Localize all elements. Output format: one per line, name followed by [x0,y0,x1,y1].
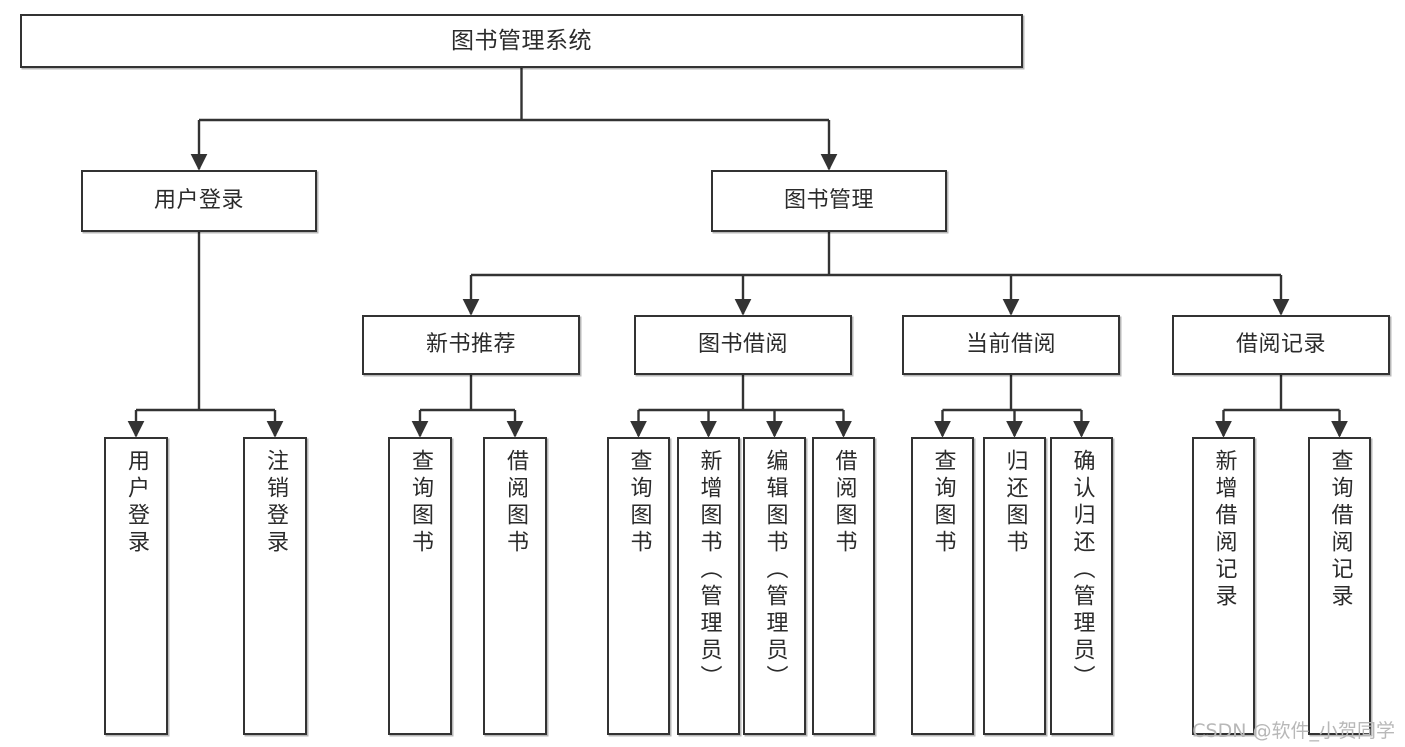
node-label: 查询借阅记录 [1327,449,1353,611]
node-label: 查询图书 [626,449,652,557]
node-label: 确认归还（管理员） [1069,449,1095,692]
node-leaf-query-book-1[interactable]: 查询图书 [388,437,452,735]
node-leaf-edit-book[interactable]: 编辑图书（管理员） [743,437,806,735]
node-leaf-user-login[interactable]: 用户登录 [104,437,168,735]
node-leaf-query-book-3[interactable]: 查询图书 [911,437,974,735]
node-label: 借阅图书 [831,449,857,557]
node-label: 当前借阅 [965,332,1056,358]
node-label: 注销登录 [263,449,288,557]
node-leaf-logout-login[interactable]: 注销登录 [243,437,307,735]
node-root[interactable]: 图书管理系统 [20,14,1023,68]
node-label: 用户登录 [124,449,149,557]
node-user-login[interactable]: 用户登录 [81,170,317,232]
node-leaf-query-record[interactable]: 查询借阅记录 [1308,437,1371,735]
node-new-book-rec[interactable]: 新书推荐 [362,315,580,375]
node-label: 查询图书 [930,449,956,557]
node-leaf-add-book[interactable]: 新增图书（管理员） [677,437,740,735]
node-label: 新增图书（管理员） [696,449,722,692]
node-leaf-add-record[interactable]: 新增借阅记录 [1192,437,1255,735]
node-leaf-borrow-book-2[interactable]: 借阅图书 [812,437,875,735]
node-leaf-query-book-2[interactable]: 查询图书 [607,437,670,735]
node-label: 编辑图书（管理员） [762,449,788,692]
node-label: 图书管理 [783,188,874,214]
node-label: 借阅记录 [1235,332,1326,358]
node-book-borrow[interactable]: 图书借阅 [634,315,852,375]
node-label: 图书借阅 [697,332,788,358]
node-label: 查询图书 [408,449,433,557]
node-current-borrow[interactable]: 当前借阅 [902,315,1120,375]
node-leaf-return-book[interactable]: 归还图书 [983,437,1046,735]
edge-group [127,68,1348,438]
node-borrow-record[interactable]: 借阅记录 [1172,315,1390,375]
node-book-manage[interactable]: 图书管理 [711,170,947,232]
node-label: 用户登录 [153,188,244,214]
node-label: 借阅图书 [503,449,528,557]
node-label: 归还图书 [1002,449,1028,557]
node-leaf-borrow-book-1[interactable]: 借阅图书 [483,437,547,735]
node-label: 新书推荐 [425,332,516,358]
node-leaf-confirm-return[interactable]: 确认归还（管理员） [1050,437,1113,735]
node-label: 新增借阅记录 [1211,449,1237,611]
node-label: 图书管理系统 [451,27,592,54]
